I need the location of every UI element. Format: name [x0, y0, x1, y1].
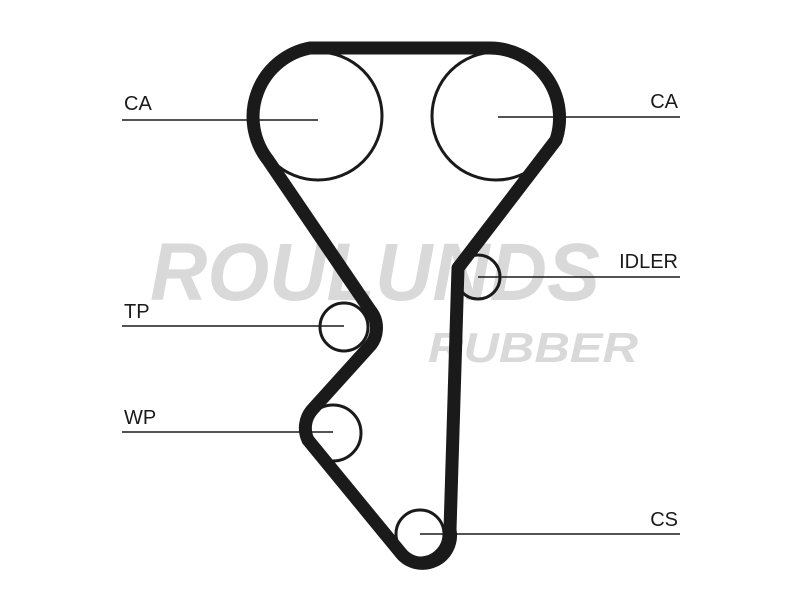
label-tp: TP [124, 301, 150, 323]
water-pump-pulley [303, 403, 363, 463]
watermark-sub: RUBBER [428, 324, 639, 371]
tensioner-pulley [318, 301, 370, 353]
label-ca-right: CA [650, 91, 678, 113]
label-idler: IDLER [619, 251, 678, 273]
leader-lines [122, 116, 680, 535]
watermark-brand: ROULUNDS [150, 227, 600, 318]
watermark: ROULUNDS RUBBER [150, 227, 639, 371]
camshaft-pulley-left [252, 50, 384, 182]
label-cs: CS [650, 509, 678, 531]
label-wp: WP [124, 407, 156, 429]
label-ca-left: CA [124, 93, 152, 115]
camshaft-pulley-right [430, 50, 562, 182]
